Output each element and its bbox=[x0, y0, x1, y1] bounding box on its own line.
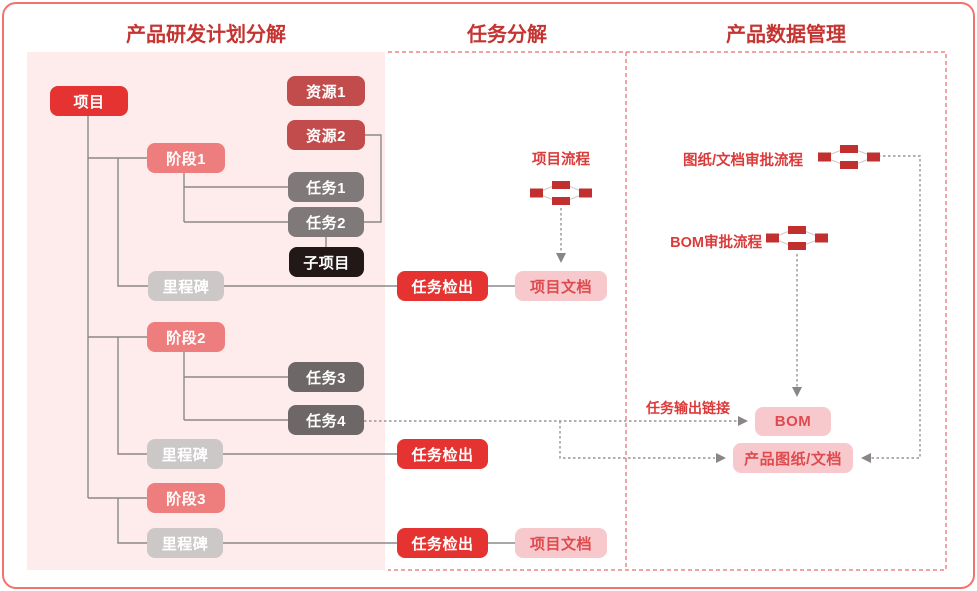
node-task-4: 任务4 bbox=[288, 405, 364, 435]
node-stage-2: 阶段2 bbox=[147, 322, 225, 352]
arrow-right-bom bbox=[738, 416, 748, 426]
node-subproject: 子项目 bbox=[289, 247, 364, 277]
pdm-column-title: 产品数据管理 bbox=[726, 24, 846, 46]
node-resource-1: 资源1 bbox=[287, 76, 365, 106]
plan-column-title: 产品研发计划分解 bbox=[126, 24, 286, 46]
node-project-doc-1: 项目文档 bbox=[515, 271, 607, 301]
flow-approval-to-productdoc bbox=[871, 155, 921, 459]
dotted-flow-connectors bbox=[364, 155, 921, 459]
flow-task4-to-productdoc bbox=[559, 421, 715, 459]
drawing-doc-approval-workflow-icon bbox=[817, 144, 881, 170]
bom-approval-label: BOM审批流程 bbox=[670, 235, 762, 251]
project-flow-label: 项目流程 bbox=[532, 152, 590, 168]
arrow-down-projectdoc bbox=[556, 253, 566, 263]
arrowheads bbox=[556, 253, 871, 463]
project-flow-workflow-icon bbox=[529, 180, 593, 206]
tree-connectors bbox=[87, 116, 515, 544]
node-milestone-2: 里程碑 bbox=[147, 439, 223, 469]
task-output-link-label: 任务输出链接 bbox=[646, 400, 730, 416]
arrow-right-productdoc bbox=[716, 453, 726, 463]
node-stage-1: 阶段1 bbox=[147, 143, 225, 173]
node-task-checkout-3: 任务检出 bbox=[397, 528, 488, 558]
node-stage-3: 阶段3 bbox=[147, 483, 225, 513]
arrow-down-bom bbox=[792, 387, 802, 397]
node-task-checkout-1: 任务检出 bbox=[397, 271, 488, 301]
node-task-1: 任务1 bbox=[288, 172, 364, 202]
tasks-column-title: 任务分解 bbox=[467, 24, 547, 46]
node-bom: BOM bbox=[755, 407, 831, 436]
dashed-section-border bbox=[388, 51, 947, 571]
drawing-doc-approval-label: 图纸/文档审批流程 bbox=[682, 153, 803, 169]
arrow-left-productdoc bbox=[861, 453, 871, 463]
node-product-drawing-doc: 产品图纸/文档 bbox=[733, 443, 853, 473]
node-resource-2: 资源2 bbox=[287, 120, 365, 150]
node-project-doc-2: 项目文档 bbox=[515, 528, 607, 558]
bom-approval-workflow-icon bbox=[765, 225, 829, 251]
node-milestone-1: 里程碑 bbox=[148, 271, 224, 301]
node-project: 项目 bbox=[50, 86, 128, 116]
node-task-3: 任务3 bbox=[288, 362, 364, 392]
node-milestone-3: 里程碑 bbox=[147, 528, 223, 558]
node-task-checkout-2: 任务检出 bbox=[397, 439, 488, 469]
node-task-2: 任务2 bbox=[288, 207, 364, 237]
